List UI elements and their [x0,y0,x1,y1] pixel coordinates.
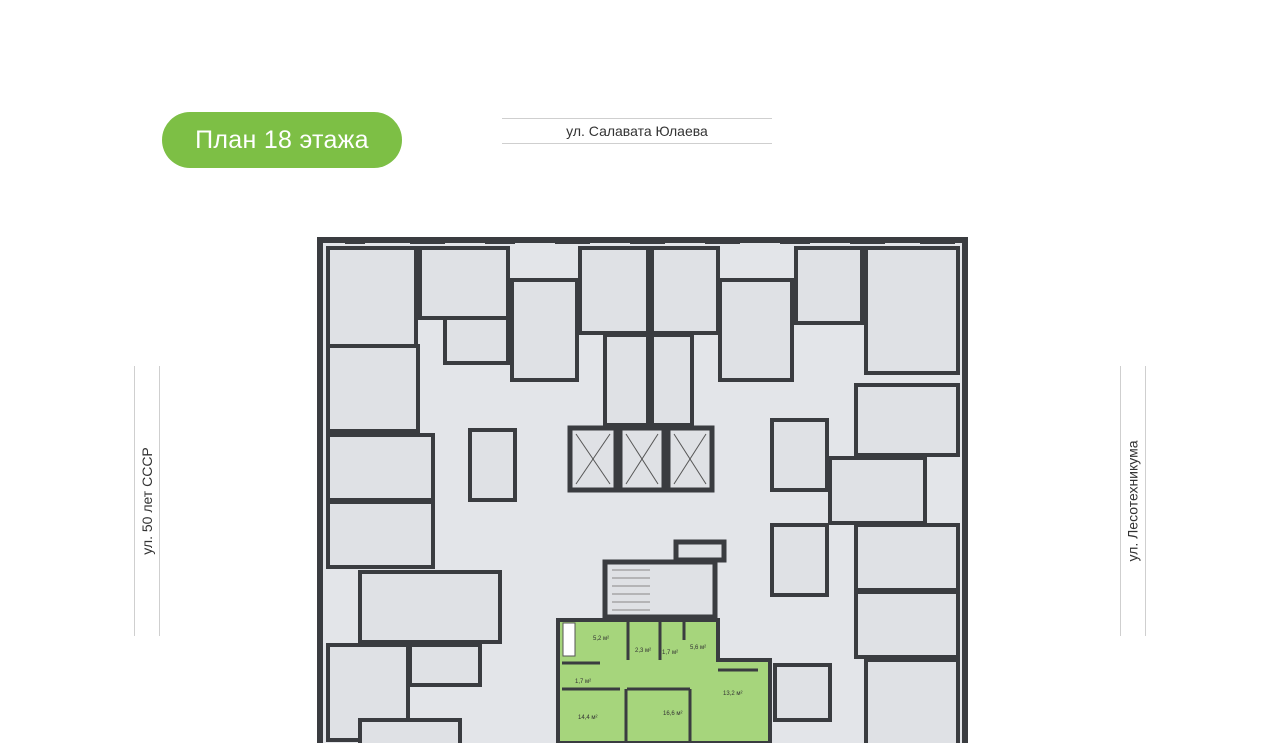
elevator-icons [575,433,707,485]
street-label-top: ул. Салавата Юлаева [502,118,772,144]
room-area-closet: 1,7 м² [575,679,591,685]
stairs [612,569,650,611]
window-marks [345,238,955,244]
street-name-top: ул. Салавата Юлаева [566,123,708,139]
room-area-bedroom-2: 16,6 м² [663,711,682,717]
apartment-rooms [326,246,960,743]
room-area-wc: 2,3 м² [635,648,651,654]
floor-plan-title-badge: План 18 этажа [162,112,402,168]
street-label-right: ул. Лесотехникума [1120,366,1146,636]
core [567,425,727,620]
room-area-kitchen: 13,2 м² [723,691,742,697]
highlighted-apartment: 5,2 м² 2,3 м² 1,7 м² 5,6 м² 1,7 м² 13,2 … [556,618,772,743]
room-area-storage: 1,7 м² [662,650,678,656]
room-area-bathroom: 5,2 м² [593,636,609,642]
room-area-hall: 5,6 м² [690,645,706,651]
room-area-bedroom-1: 14,4 м² [578,715,597,721]
street-label-left: ул. 50 лет СССР [134,366,160,636]
